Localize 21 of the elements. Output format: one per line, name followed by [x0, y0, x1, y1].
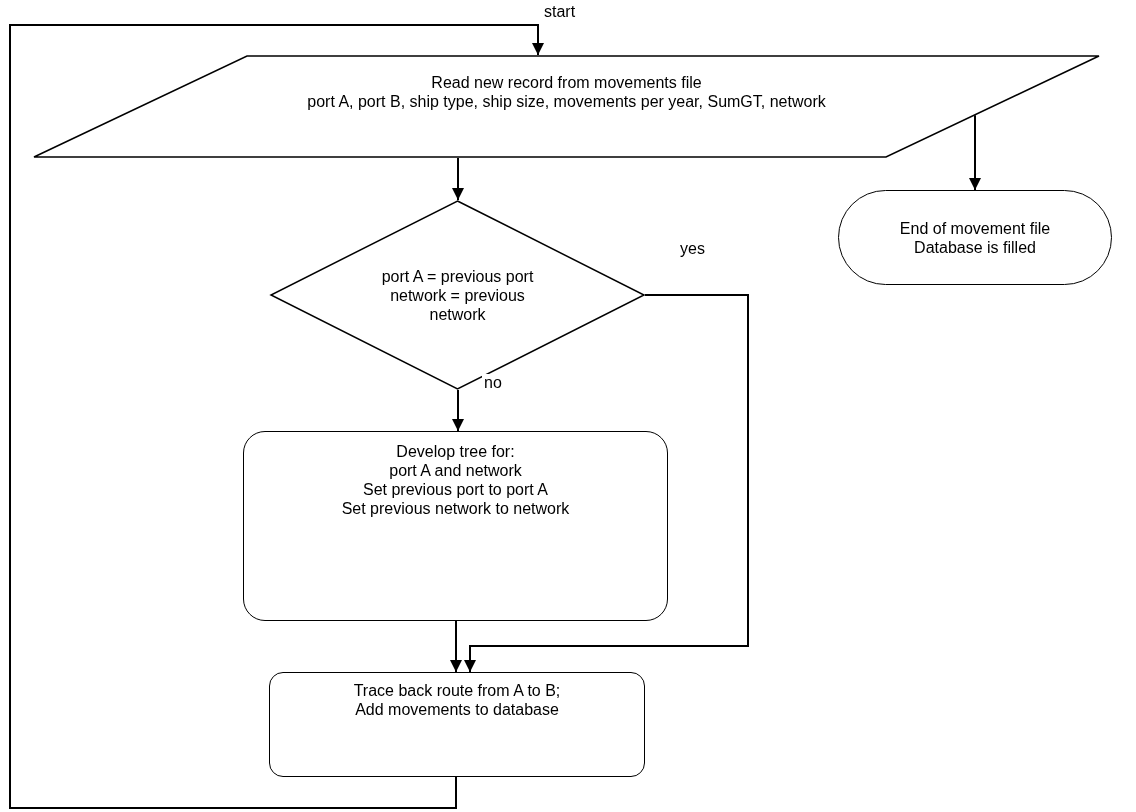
process-box — [243, 431, 668, 621]
node-text: Read new record from movements file — [431, 73, 702, 92]
node-text: port A and network — [389, 461, 522, 480]
node-text: Develop tree for: — [396, 442, 515, 461]
process-box — [269, 672, 645, 777]
start-label: start — [543, 3, 577, 21]
arrow — [9, 24, 544, 809]
node-text: network = previous network — [389, 285, 526, 324]
node-text: Add movements to database — [355, 700, 559, 719]
node-text: port A, port B, ship type, ship size, movements per year, SumGT, network — [307, 92, 826, 111]
arrow — [450, 620, 462, 673]
node-text: End of movement file — [899, 218, 1051, 238]
node-text: Trace back route from A to B; — [353, 681, 561, 700]
arrow — [452, 157, 464, 201]
node-text: Set previous network to network — [341, 499, 570, 518]
node-text: Set previous port to port A — [363, 480, 548, 499]
node-text: port A = previous port — [381, 266, 534, 286]
arrow — [464, 294, 749, 673]
arrow — [452, 389, 464, 432]
arrow — [969, 114, 981, 191]
node-text: Database is filled — [914, 237, 1036, 257]
